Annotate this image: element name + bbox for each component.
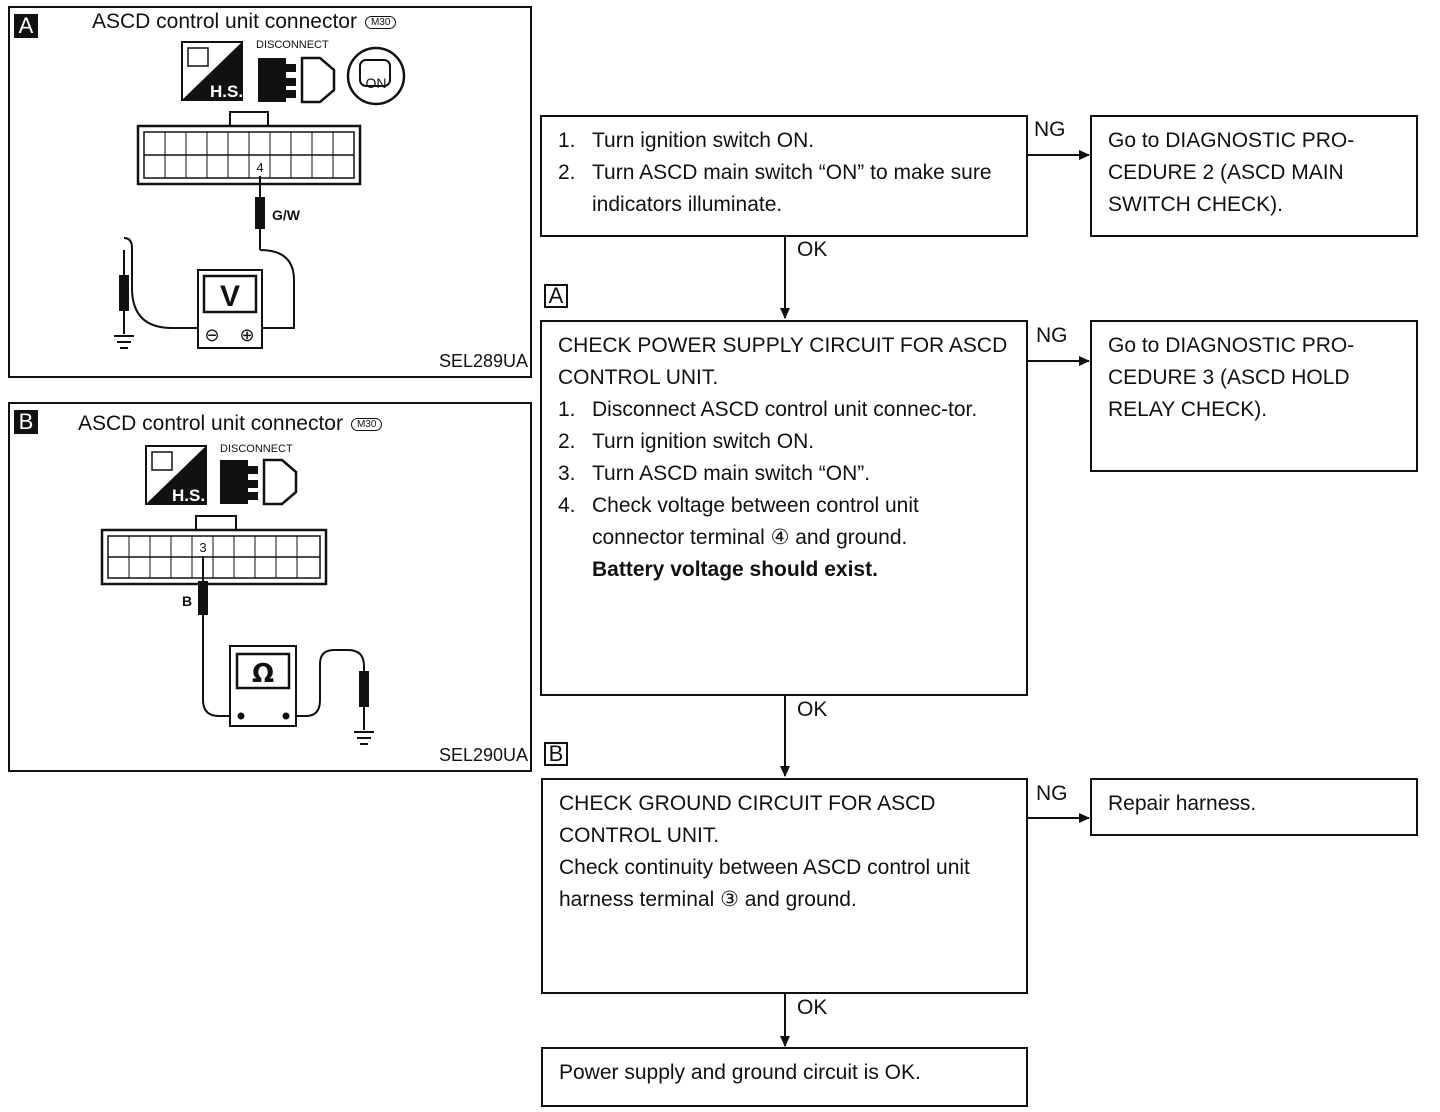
panel-b-title: ASCD control unit connector M30 <box>78 412 383 436</box>
hand-safety-icon: H.S. <box>145 445 207 505</box>
step-item: 2.Turn ignition switch ON. <box>558 430 815 453</box>
step-item: 2.Turn ASCD main switch “ON” to make sur… <box>558 161 992 216</box>
panel-a-meter-label: V <box>220 280 240 313</box>
panel-a-title: ASCD control unit connector M30 <box>92 10 397 34</box>
panel-b-terminal-number: 3 <box>199 540 206 555</box>
step-box-power-supply: CHECK POWER SUPPLY CIRCUIT FOR ASCD CONT… <box>540 320 1028 696</box>
hand-safety-icon: H.S. <box>181 41 243 101</box>
panel-a-terminal-number: 4 <box>256 160 263 175</box>
disconnect-connector-icon <box>258 56 336 104</box>
panel-a-hs-label: H.S. <box>210 82 243 101</box>
box-body: Check continuity between ASCD control un… <box>559 856 970 911</box>
expected-result: Battery voltage should exist. <box>592 558 878 581</box>
ohmmeter-icon: Ω <box>229 645 297 727</box>
result-box-ok: Power supply and ground circuit is OK. <box>541 1047 1028 1107</box>
step-item: 1.Turn ignition switch ON. <box>558 129 815 152</box>
ok-label-2: OK <box>797 698 828 721</box>
step-box-ground-circuit: CHECK GROUND CIRCUIT FOR ASCD CONTROL UN… <box>541 778 1028 994</box>
panel-b-hs-label: H.S. <box>172 486 205 505</box>
ng-box-repair-harness: Repair harness. <box>1090 778 1418 836</box>
panel-b-wiring <box>198 556 374 745</box>
ok-label-3: OK <box>797 996 828 1019</box>
panel-a-connector: 4 <box>136 111 362 186</box>
panel-b-wire-color: B <box>182 593 192 609</box>
ng-box-procedure-3: Go to DIAGNOSTIC PRO-CEDURE 3 (ASCD HOLD… <box>1090 320 1418 472</box>
panel-a-title-text: ASCD control unit connector <box>92 10 357 33</box>
panel-a-connector-badge: M30 <box>364 15 397 29</box>
disconnect-connector-icon <box>220 458 298 506</box>
panel-a-minus-terminal: ⊖ <box>204 325 219 346</box>
panel-a-plus-terminal: ⊕ <box>239 325 254 346</box>
ignition-on-icon: ON <box>346 46 406 106</box>
ng-label-2: NG <box>1036 324 1068 347</box>
ok-label-1: OK <box>797 238 828 261</box>
flow-tag-b: B <box>544 742 568 766</box>
flow-tag-a: A <box>544 284 568 308</box>
ng-box-procedure-2: Go to DIAGNOSTIC PRO-CEDURE 2 (ASCD MAIN… <box>1090 115 1418 237</box>
panel-b-connector: 3 <box>100 515 328 586</box>
box-heading: CHECK GROUND CIRCUIT FOR ASCD CONTROL UN… <box>559 792 936 847</box>
panel-b-disconnect-label: DISCONNECT <box>220 443 293 455</box>
step-box-ignition: 1.Turn ignition switch ON. 2.Turn ASCD m… <box>540 115 1028 237</box>
panel-b-title-text: ASCD control unit connector <box>78 412 343 435</box>
panel-a-wiring <box>114 176 295 349</box>
panel-a-ignition-label: ON <box>366 75 387 91</box>
ng-label-3: NG <box>1036 782 1068 805</box>
box-heading: CHECK POWER SUPPLY CIRCUIT FOR ASCD CONT… <box>558 334 1008 389</box>
ng-label-1: NG <box>1034 118 1066 141</box>
panel-a-tag: A <box>14 14 38 38</box>
panel-b-connector-badge: M30 <box>350 417 383 431</box>
panel-a-disconnect-label: DISCONNECT <box>256 39 329 51</box>
panel-b-figure-code: SEL290UA <box>438 745 528 765</box>
step-item: 4.Check voltage between control unit con… <box>558 494 919 549</box>
panel-b-meter-label: Ω <box>252 659 274 689</box>
panel-b-tag: B <box>14 410 38 434</box>
step-item: 3.Turn ASCD main switch “ON”. <box>558 462 871 485</box>
panel-a-wire-color: G/W <box>272 207 301 223</box>
voltmeter-icon: V ⊖ ⊕ <box>197 269 263 349</box>
step-item: 1.Disconnect ASCD control unit connec-to… <box>558 398 978 421</box>
panel-a-figure-code: SEL289UA <box>438 351 528 371</box>
